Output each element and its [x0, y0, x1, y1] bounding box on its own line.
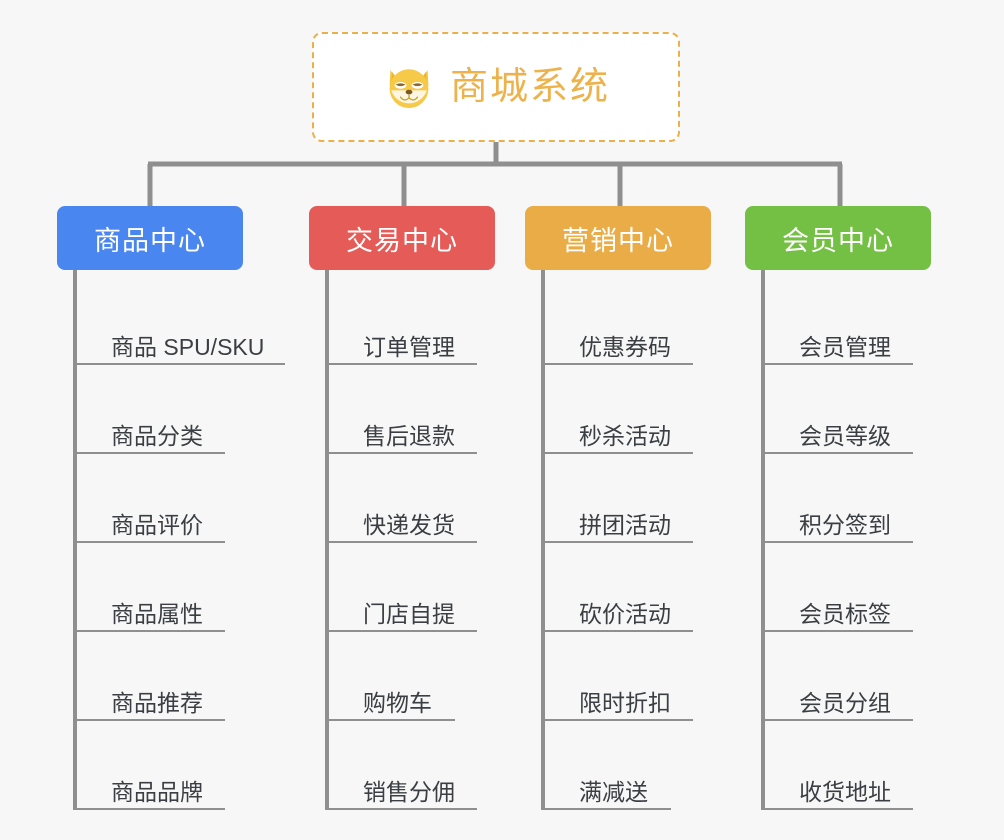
leaf-underline [545, 541, 693, 543]
leaf-label: 商品属性 [111, 600, 203, 627]
leaf-label: 优惠券码 [579, 333, 671, 360]
leaf-underline [329, 808, 477, 810]
leaf-item[interactable]: 限时折扣 [545, 632, 715, 721]
leaf-label: 满减送 [579, 778, 648, 805]
leaf-underline [77, 630, 225, 632]
leaf-item[interactable]: 砍价活动 [545, 543, 715, 632]
root-node-shop-system[interactable]: 商城系统 [312, 32, 680, 142]
leaf-label: 会员分组 [799, 689, 891, 716]
leaf-label: 积分签到 [799, 511, 891, 538]
leaf-list-member-center: 会员管理 会员等级 积分签到 会员标签 会员分组 [761, 270, 935, 810]
leaf-label: 拼团活动 [579, 511, 671, 538]
leaf-underline [77, 541, 225, 543]
leaf-label: 商品推荐 [111, 689, 203, 716]
leaf-underline [329, 719, 455, 721]
branch-header-label: 会员中心 [782, 225, 894, 256]
leaf-label: 会员等级 [799, 422, 891, 449]
branch-header-trade-center[interactable]: 交易中心 [309, 206, 495, 270]
leaf-item[interactable]: 会员等级 [765, 365, 935, 454]
leaf-underline [77, 452, 225, 454]
leaf-underline [765, 541, 913, 543]
leaf-item[interactable]: 商品品牌 [77, 721, 277, 810]
leaf-item[interactable]: 门店自提 [329, 543, 499, 632]
leaf-label: 售后退款 [363, 422, 455, 449]
leaf-underline [545, 452, 693, 454]
leaf-item[interactable]: 满减送 [545, 721, 715, 810]
leaf-item[interactable]: 商品评价 [77, 454, 277, 543]
leaf-item[interactable]: 优惠券码 [545, 276, 715, 365]
leaf-item[interactable]: 积分签到 [765, 454, 935, 543]
leaf-label: 秒杀活动 [579, 422, 671, 449]
branch-header-label: 交易中心 [346, 225, 458, 256]
leaf-label: 商品品牌 [111, 778, 203, 805]
leaf-item[interactable]: 商品分类 [77, 365, 277, 454]
leaf-underline [77, 808, 225, 810]
leaf-underline [765, 363, 913, 365]
leaf-label: 购物车 [363, 689, 432, 716]
leaf-label: 门店自提 [363, 600, 455, 627]
branch-header-product-center[interactable]: 商品中心 [57, 206, 243, 270]
leaf-item[interactable]: 会员标签 [765, 543, 935, 632]
branch-column-product-center: 商品中心 商品 SPU/SKU 商品分类 商品评价 商品属性 [57, 206, 285, 810]
leaf-underline [77, 719, 225, 721]
leaf-underline [545, 719, 693, 721]
leaf-underline [329, 541, 477, 543]
leaf-item[interactable]: 商品属性 [77, 543, 277, 632]
leaf-label: 商品评价 [111, 511, 203, 538]
leaf-underline [765, 452, 913, 454]
leaf-item[interactable]: 商品 SPU/SKU [77, 276, 285, 365]
leaf-list-trade-center: 订单管理 售后退款 快递发货 门店自提 购物车 [325, 270, 499, 810]
leaf-label: 收货地址 [799, 778, 891, 805]
leaf-label: 商品 SPU/SKU [111, 333, 265, 360]
leaf-item[interactable]: 订单管理 [329, 276, 499, 365]
leaf-item[interactable]: 快递发货 [329, 454, 499, 543]
shiba-dog-face-icon [389, 69, 429, 110]
branch-header-label: 商品中心 [94, 225, 206, 256]
branch-header-marketing-center[interactable]: 营销中心 [525, 206, 711, 270]
leaf-label: 快递发货 [363, 511, 455, 538]
leaf-underline [77, 363, 285, 365]
leaf-label: 订单管理 [363, 333, 455, 360]
branch-column-trade-center: 交易中心 订单管理 售后退款 快递发货 门店自提 [309, 206, 499, 810]
leaf-underline [329, 363, 477, 365]
leaf-label: 商品分类 [111, 422, 203, 449]
leaf-item[interactable]: 售后退款 [329, 365, 499, 454]
leaf-label: 会员标签 [799, 600, 891, 627]
leaf-underline [765, 719, 913, 721]
leaf-item[interactable]: 拼团活动 [545, 454, 715, 543]
leaf-label: 会员管理 [799, 333, 891, 360]
leaf-item[interactable]: 购物车 [329, 632, 499, 721]
leaf-item[interactable]: 秒杀活动 [545, 365, 715, 454]
leaf-underline [329, 452, 477, 454]
leaf-item[interactable]: 收货地址 [765, 721, 935, 810]
leaf-list-product-center: 商品 SPU/SKU 商品分类 商品评价 商品属性 商品推荐 [73, 270, 285, 810]
root-node-title: 商城系统 [449, 66, 610, 108]
leaf-underline [765, 630, 913, 632]
leaf-label: 限时折扣 [579, 689, 671, 716]
leaf-label: 销售分佣 [363, 778, 455, 805]
leaf-item[interactable]: 商品推荐 [77, 632, 277, 721]
leaf-item[interactable]: 会员管理 [765, 276, 935, 365]
branch-header-label: 营销中心 [562, 225, 674, 256]
branch-column-marketing-center: 营销中心 优惠券码 秒杀活动 拼团活动 砍价活动 [525, 206, 715, 810]
leaf-item[interactable]: 销售分佣 [329, 721, 499, 810]
branch-column-member-center: 会员中心 会员管理 会员等级 积分签到 会员标签 [745, 206, 935, 810]
leaf-item[interactable]: 会员分组 [765, 632, 935, 721]
leaf-underline [765, 808, 913, 810]
leaf-list-marketing-center: 优惠券码 秒杀活动 拼团活动 砍价活动 限时折扣 [541, 270, 715, 810]
leaf-underline [545, 808, 671, 810]
leaf-underline [545, 363, 693, 365]
leaf-underline [329, 630, 477, 632]
leaf-label: 砍价活动 [579, 600, 671, 627]
leaf-underline [545, 630, 693, 632]
branch-header-member-center[interactable]: 会员中心 [745, 206, 931, 270]
